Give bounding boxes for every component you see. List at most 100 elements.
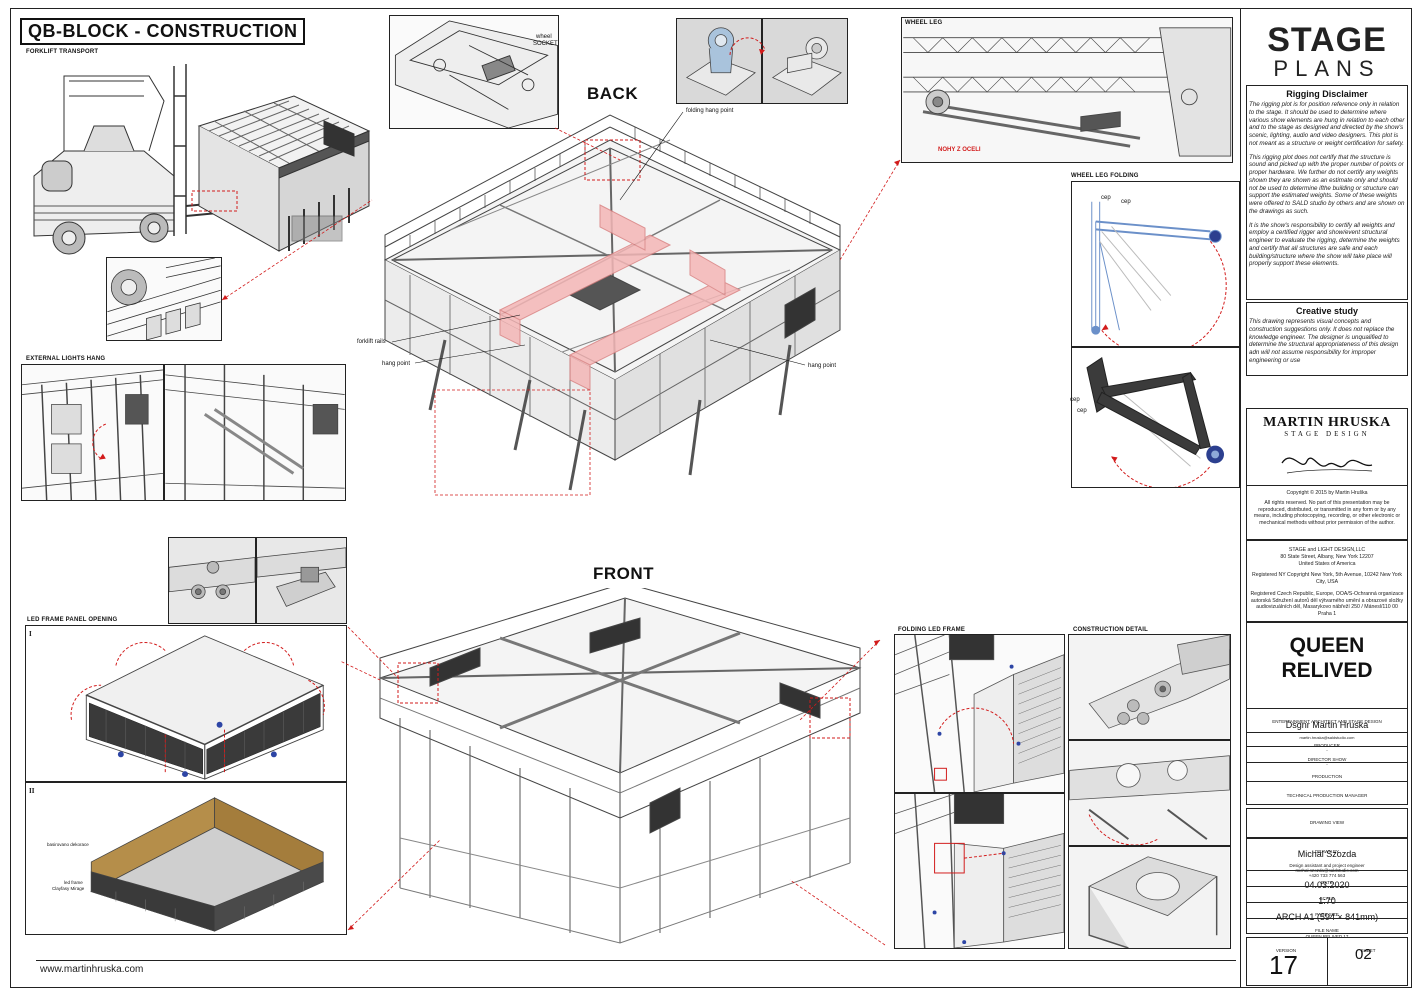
back-callout-lines bbox=[391, 111, 806, 496]
note-forklift-rails: forklift rails bbox=[357, 339, 386, 345]
caption-producer: PRODUCER bbox=[1314, 743, 1340, 748]
section-wheel-leg-folding: WHEEL LEG FOLDING bbox=[1071, 173, 1139, 179]
copyright-box: Copyright © 2015 by Martin Hruška All ri… bbox=[1246, 486, 1408, 540]
title-block: STAGE PLANS Rigging Disclaimer The riggi… bbox=[1240, 8, 1412, 988]
copyright-line-2: All rights reserved. No part of this pre… bbox=[1253, 499, 1401, 526]
note-wheel: wheel bbox=[536, 34, 552, 40]
construction-detail-panel-2 bbox=[1068, 740, 1231, 846]
address-line-2: 80 State Street, Albany, New York 12207 bbox=[1280, 553, 1374, 560]
stage-plans-logo: STAGE PLANS bbox=[1246, 14, 1408, 82]
note-socket: SOCKET bbox=[533, 41, 558, 47]
forklift-detail-panel bbox=[106, 257, 222, 341]
led-frame-stage-1-panel: I bbox=[25, 625, 347, 782]
designer-logo: MARTIN HRUSKA bbox=[1263, 415, 1391, 430]
led-frame-stage-2-panel: II basirovano dekorace led frame Clayfas… bbox=[25, 782, 347, 935]
value-architect-email: martin.hruska@saldstudio.com bbox=[1299, 735, 1355, 740]
construction-detail-panel-3 bbox=[1068, 846, 1231, 949]
value-scale: 1:70 bbox=[1318, 896, 1336, 906]
label-back: BACK bbox=[587, 84, 639, 103]
address-line-1: STAGE and LIGHT DESIGN,LLC bbox=[1288, 547, 1366, 553]
caption-page-size: PAGE SIZE bbox=[1315, 912, 1339, 917]
logo-plans-text: PLANS bbox=[1273, 56, 1381, 81]
note-folding-hang-point: folding hang point bbox=[686, 108, 734, 114]
note-cep-2: cep bbox=[1121, 199, 1131, 205]
value-producer: - bbox=[1326, 748, 1328, 753]
designer-signature bbox=[1281, 457, 1373, 474]
construction-detail-panel-1 bbox=[1068, 634, 1231, 740]
creative-study-title: Creative study bbox=[1295, 306, 1359, 316]
drawing-sheet bbox=[10, 8, 1412, 988]
label-front: FRONT bbox=[593, 564, 655, 583]
project-title: QUEEN RELIVED bbox=[1247, 633, 1407, 683]
value-drawn-by-role: Design assistant and project engineer bbox=[1289, 863, 1365, 868]
rigging-disclaimer-text: The rigging plot is for position referen… bbox=[1247, 99, 1407, 276]
section-wheel-leg: WHEEL LEG bbox=[905, 20, 943, 26]
project-title-box: QUEEN RELIVED bbox=[1246, 622, 1408, 712]
caption-sheet: SHEET bbox=[1360, 948, 1376, 953]
value-date: 04.03.2020 bbox=[1304, 880, 1350, 890]
project-title-line-2: RELIVED bbox=[1281, 659, 1373, 682]
caption-tech-manager: TECHNICAL PRODUCTION MANAGER bbox=[1286, 793, 1368, 798]
rigging-disclaimer-p1: The rigging plot is for position referen… bbox=[1249, 101, 1405, 147]
caption-drawn-by: DRAWN BY bbox=[1314, 849, 1340, 854]
wheel-socket-detail-panel bbox=[389, 15, 559, 129]
address-line-4: Registered NY Copyright New York, 5th Av… bbox=[1251, 572, 1403, 585]
back-truss-drawing bbox=[383, 114, 842, 491]
wheel-leg-folding-panel bbox=[1071, 181, 1240, 347]
note-cep-3: cep bbox=[1070, 397, 1080, 403]
note-cep-1: cep bbox=[1101, 195, 1111, 201]
creative-study-box: Creative study This drawing represents v… bbox=[1246, 302, 1408, 376]
drawing-view-box: DRAWING VIEW bbox=[1246, 808, 1408, 838]
led-hinge-detail-1 bbox=[168, 537, 256, 624]
rigging-disclaimer-title: Rigging Disclaimer bbox=[1286, 89, 1368, 99]
caption-architect: ENTERTAINMENT ARCHITECT AND STAGE DESIGN bbox=[1272, 719, 1382, 724]
rigging-disclaimer-p2: This rigging plot does not certify that … bbox=[1249, 153, 1405, 215]
folding-hang-detail-2 bbox=[762, 18, 848, 104]
section-forklift-transport: FORKLIFT TRANSPORT bbox=[26, 49, 99, 55]
section-folding-led-frame: FOLDING LED FRAME bbox=[898, 627, 966, 633]
sheet-title: QB-BLOCK - CONSTRUCTION bbox=[20, 18, 306, 45]
address-line-5: Registered Czech Republic, Europe, OOA/S… bbox=[1250, 590, 1404, 617]
creative-study-text: This drawing represents visual concepts … bbox=[1249, 318, 1399, 364]
folding-led-frame-panel-1 bbox=[894, 634, 1065, 793]
folding-led-frame-panel-2 bbox=[894, 793, 1065, 949]
led-hinge-detail-2 bbox=[256, 537, 347, 624]
external-lights-panel-1 bbox=[21, 364, 164, 501]
footer-website: www.martinhruska.com bbox=[40, 964, 144, 975]
designer-logo-box: MARTIN HRUSKA STAGE DESIGN bbox=[1246, 408, 1408, 486]
caption-drawing-view: DRAWING VIEW bbox=[1309, 820, 1345, 825]
value-page-size: ARCH A1 (594 × 841mm) bbox=[1275, 912, 1379, 922]
drawing-info-box: DRAWN BY Michal Szozda Design assistant … bbox=[1246, 838, 1408, 939]
stage-roman-1: I bbox=[29, 630, 32, 638]
value-drawn-by-phone: +420 733 774 563 bbox=[1308, 873, 1346, 878]
wheel-leg-folding-panel-2 bbox=[1071, 347, 1240, 488]
external-lights-panel-2 bbox=[164, 364, 346, 501]
rigging-disclaimer-box: Rigging Disclaimer The rigging plot is f… bbox=[1246, 85, 1408, 300]
stage-roman-2: II bbox=[29, 787, 35, 795]
section-construction-detail: CONSTRUCTION DETAIL bbox=[1073, 627, 1149, 633]
note-hang-point-right: hang point bbox=[808, 363, 837, 369]
rigging-disclaimer-p3: It is the show's responsibility to certi… bbox=[1249, 221, 1400, 268]
note-hang-point-left: hang point bbox=[382, 361, 411, 367]
value-version: 17 bbox=[1269, 950, 1298, 980]
wheel-leg-panel bbox=[901, 17, 1233, 163]
front-callout-lines bbox=[340, 626, 886, 946]
caption-scale: SCALE bbox=[1319, 896, 1335, 901]
project-title-line-1: QUEEN bbox=[1289, 634, 1365, 657]
value-drawn-by: Michal Szozda bbox=[1297, 849, 1357, 859]
caption-production: PRODUCTION bbox=[1311, 774, 1343, 779]
caption-date: DATE bbox=[1321, 880, 1333, 885]
front-truss-drawing bbox=[378, 588, 862, 944]
address-line-3: United States of America bbox=[1298, 560, 1356, 567]
forklift-transport-drawing bbox=[33, 64, 371, 255]
value-director: - bbox=[1326, 762, 1328, 767]
caption-version: VERSION bbox=[1275, 948, 1297, 953]
version-sheet-box: VERSION 17 SHEET 02 bbox=[1246, 937, 1408, 986]
value-sheet: 02 bbox=[1355, 946, 1372, 963]
caption-director: DIRECTOR SHOW bbox=[1307, 757, 1347, 762]
value-architect: Dsgnr Martin Hruska bbox=[1285, 720, 1369, 730]
section-led-frame-panel-opening: LED FRAME PANEL OPENING bbox=[27, 617, 118, 623]
note-cep-4: cep bbox=[1077, 408, 1087, 414]
section-external-lights-hang: EXTERNAL LIGHTS HANG bbox=[26, 356, 106, 362]
designer-logo-sub: STAGE DESIGN bbox=[1284, 430, 1370, 438]
